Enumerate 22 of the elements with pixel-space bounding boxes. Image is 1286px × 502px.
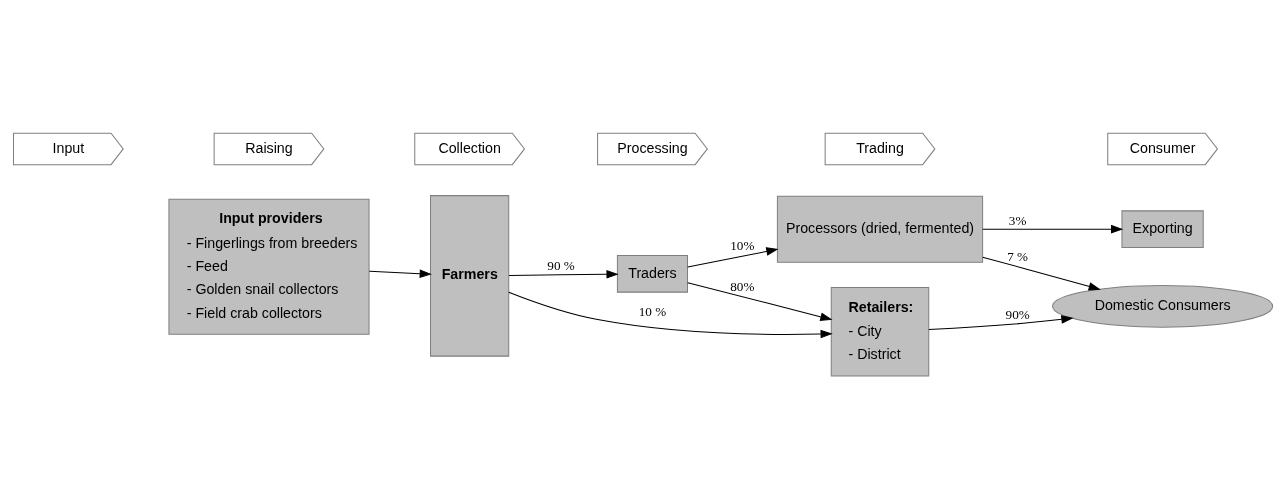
arrow — [982, 224, 1124, 233]
arrow — [368, 268, 432, 278]
edge-label: 10% — [730, 237, 755, 253]
arrow — [687, 281, 833, 321]
edge-label: 10 % — [638, 303, 667, 319]
edge-label: 80% — [730, 278, 755, 294]
arrow — [687, 246, 779, 268]
edge-label: 90 % — [547, 257, 575, 273]
node-box: Retailers: - City - District — [830, 286, 930, 376]
node-box: Input providers - Fingerlings from breeders - Feed - Golden snail collectors - Field crab collectors — [168, 198, 370, 335]
edge-label: 3% — [1008, 213, 1027, 228]
node-box: Traders — [616, 254, 688, 293]
node-box: Exporting — [1121, 209, 1204, 248]
node-box: Processors (dried, fermented) — [776, 195, 984, 263]
arrow — [508, 291, 833, 338]
arrow — [928, 314, 1074, 330]
node-ellipse: Domestic Consumers — [1052, 284, 1274, 328]
edge-label: 90% — [1005, 306, 1030, 322]
node-box: Farmers — [430, 194, 510, 357]
edge-label: 7 % — [1007, 248, 1029, 264]
arrow — [982, 256, 1101, 291]
arrow — [508, 269, 619, 279]
